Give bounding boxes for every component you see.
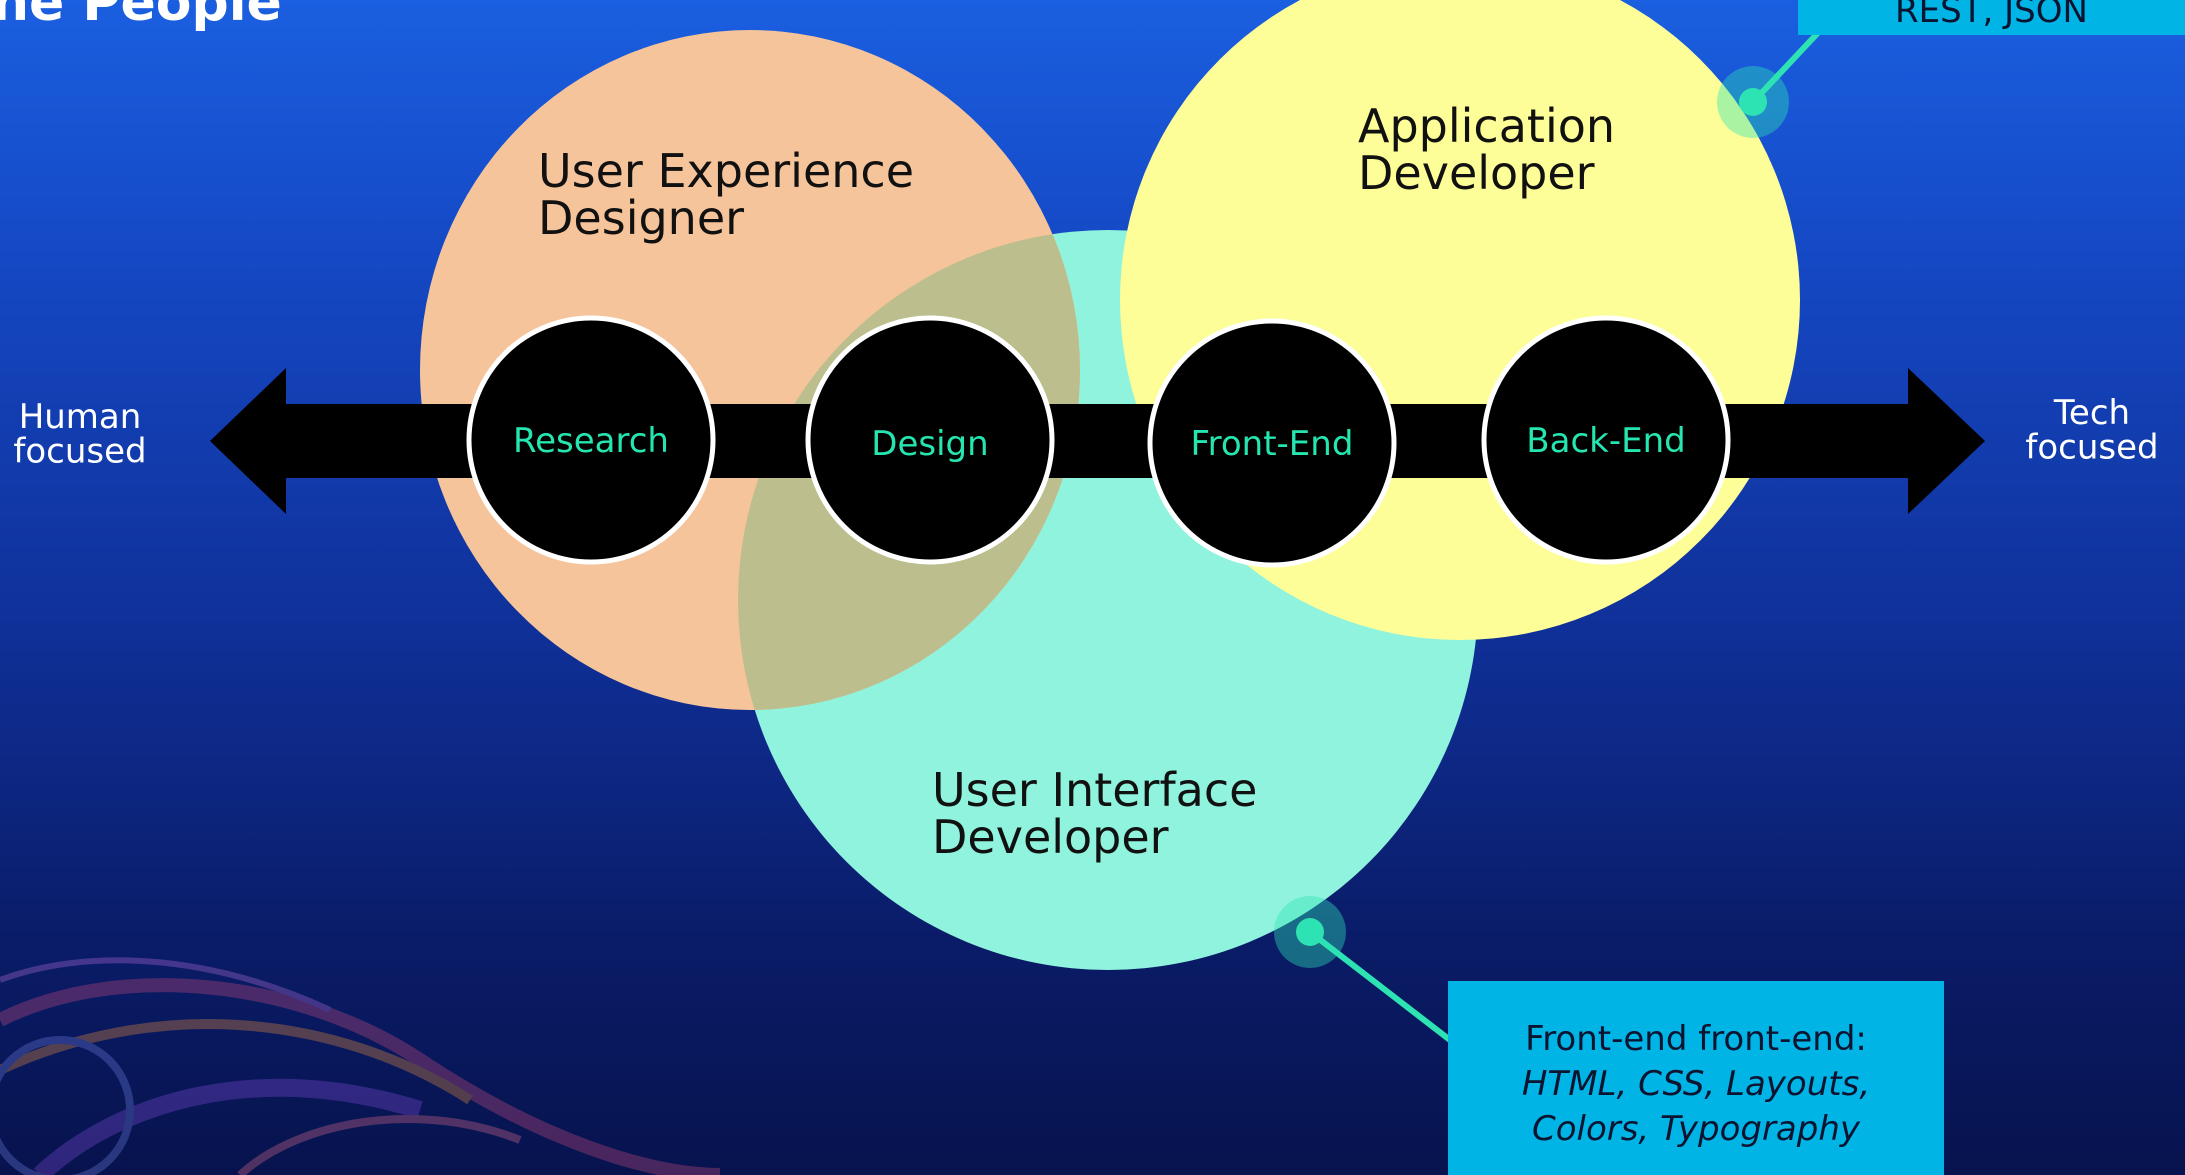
stage-research	[466, 315, 716, 565]
stage-front-end	[1147, 318, 1397, 568]
ui-callout-connector	[1274, 896, 1452, 1043]
app-developer-callout: REST, JSON	[1798, 0, 2185, 35]
ui-developer-callout: Front-end front-end: HTML, CSS, Layouts,…	[1448, 981, 1944, 1175]
stage-label-front-end: Front-End	[1191, 424, 1354, 464]
stage-label-back-end: Back-End	[1526, 421, 1685, 461]
callout-ui-line3: Colors, Typography	[1531, 1109, 1861, 1149]
slide-title: he People	[0, 0, 282, 33]
callout-ui-line2: HTML, CSS, Layouts,	[1521, 1064, 1871, 1104]
callout-app-text: REST, JSON	[1895, 0, 2088, 31]
stage-back-end	[1481, 315, 1731, 565]
callout-ui-line1: Front-end front-end:	[1525, 1019, 1867, 1059]
stage-label-research: Research	[513, 421, 669, 461]
stage-design	[805, 315, 1055, 565]
decorative-swirl	[0, 957, 721, 1175]
app-callout-connector	[1717, 17, 1833, 138]
stage-label-design: Design	[871, 424, 988, 464]
